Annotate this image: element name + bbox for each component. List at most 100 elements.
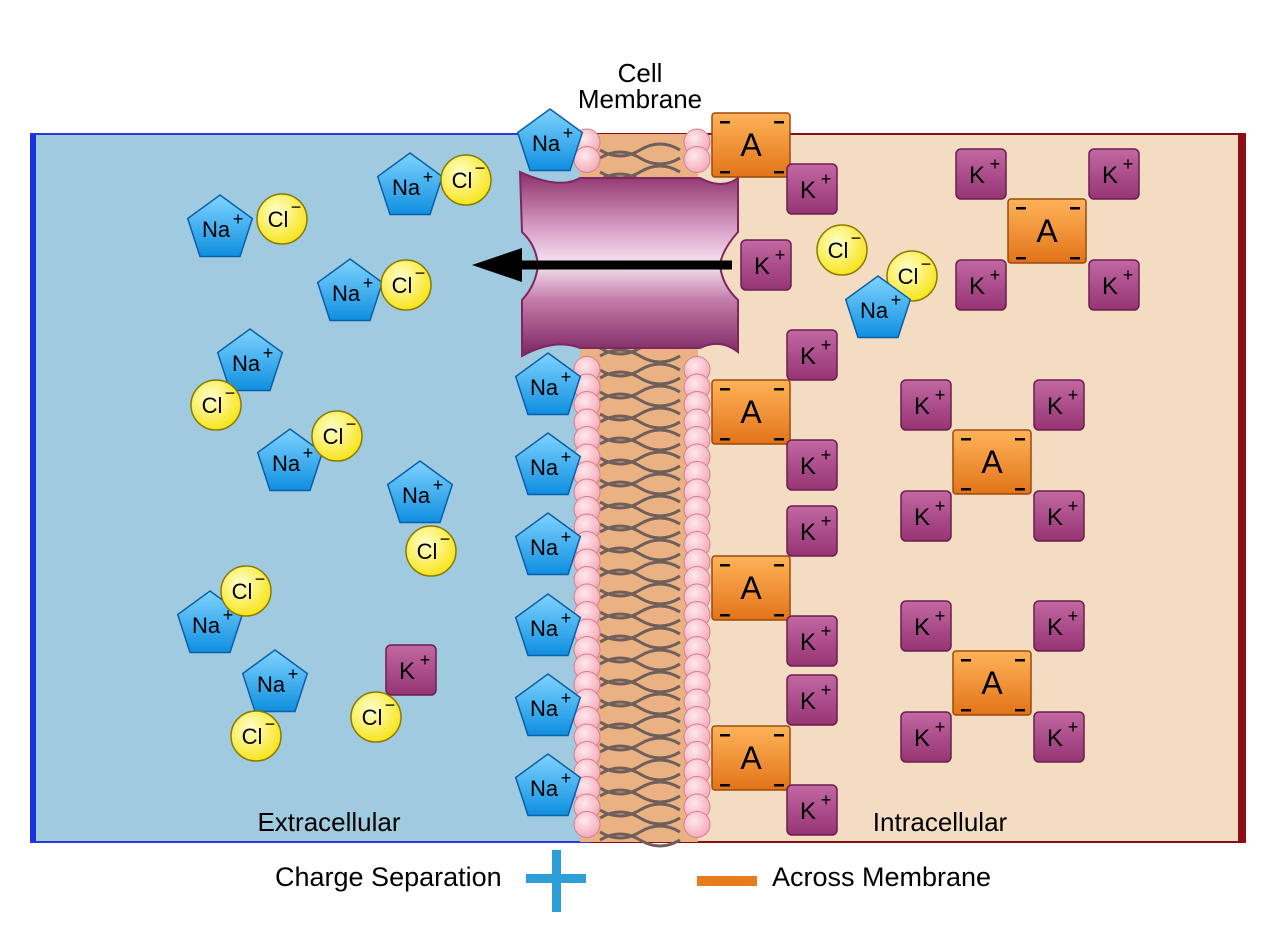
plus-charge: + [1068, 385, 1079, 405]
minus-charge: − [440, 529, 451, 549]
plus-charge: + [561, 688, 572, 708]
plus-charge: + [561, 768, 572, 788]
chloride-symbol: Cl [202, 393, 223, 418]
lipid-head [683, 811, 711, 838]
plus-charge: + [423, 167, 434, 187]
potassium-ion: K+ [786, 615, 838, 667]
minus-charge [1015, 488, 1025, 491]
anion-symbol: A [740, 570, 762, 606]
minus-charge: − [255, 569, 266, 589]
minus-charge [720, 784, 730, 787]
intracellular-label: Intracellular [873, 807, 1008, 837]
chloride-ion: Cl− [350, 691, 402, 743]
anion-symbol: A [740, 740, 762, 776]
plus-charge: + [563, 123, 574, 143]
lipid-heads [573, 128, 711, 838]
plus-charge: + [420, 650, 431, 670]
sodium-ion: Na+ [186, 194, 254, 258]
sodium-symbol: Na [860, 298, 889, 323]
chloride-symbol: Cl [452, 168, 473, 193]
potassium-ion: K+ [1033, 490, 1085, 542]
legend-across-membrane: Across Membrane [772, 862, 991, 892]
anion-protein: A [711, 379, 791, 445]
diagram-title-line1: Cell [617, 58, 663, 88]
anion-protein: A [952, 429, 1032, 495]
minus-charge [720, 614, 730, 617]
plus-charge: + [935, 385, 946, 405]
sodium-symbol: Na [530, 776, 559, 801]
minus-charge [1015, 438, 1025, 441]
anion-symbol: A [740, 394, 762, 430]
plus-charge: + [935, 717, 946, 737]
plus-charge: + [1068, 496, 1079, 516]
plus-charge: + [1068, 717, 1079, 737]
chloride-symbol: Cl [828, 238, 849, 263]
anion-protein: A [952, 650, 1032, 716]
plus-charge: + [821, 621, 832, 641]
sodium-ion: Na+ [514, 432, 582, 496]
minus-charge [720, 121, 730, 124]
ions-layer: Na+Cl−Na+Cl−Na+Cl−Na+Cl−Na+Cl−Na+Cl−Na+C… [176, 108, 1140, 836]
potassium-symbol: K [754, 253, 770, 280]
potassium-symbol: K [1047, 504, 1063, 531]
lipid-head [573, 146, 601, 173]
anion-symbol: A [740, 127, 762, 163]
sodium-ion: Na+ [376, 152, 444, 216]
potassium-symbol: K [800, 798, 816, 825]
potassium-ion: K+ [1088, 148, 1140, 200]
anion-symbol: A [981, 665, 1003, 701]
anion-symbol: A [981, 444, 1003, 480]
chloride-symbol: Cl [898, 264, 919, 289]
minus-charge [774, 614, 784, 617]
sodium-ion: Na+ [514, 352, 582, 416]
anion-protein: A [711, 725, 791, 791]
sodium-ion: Na+ [514, 512, 582, 576]
chloride-symbol: Cl [362, 705, 383, 730]
potassium-ion: K+ [1033, 379, 1085, 431]
sodium-symbol: Na [530, 616, 559, 641]
plus-charge: + [775, 245, 786, 265]
potassium-ion: K+ [900, 600, 952, 652]
plus-charge: + [561, 367, 572, 387]
sodium-ion: Na+ [514, 673, 582, 737]
sodium-ion: Na+ [514, 753, 582, 817]
minus-charge: − [225, 383, 236, 403]
sodium-symbol: Na [192, 613, 221, 638]
lipid-head [683, 146, 711, 173]
potassium-ion: K+ [786, 505, 838, 557]
sodium-symbol: Na [402, 483, 431, 508]
minus-charge [774, 121, 784, 124]
minus-charge [774, 388, 784, 391]
minus-charge: − [851, 228, 862, 248]
plus-charge: + [561, 447, 572, 467]
plus-charge: + [990, 154, 1001, 174]
minus-charge [720, 438, 730, 441]
plus-charge: + [561, 608, 572, 628]
chloride-ion: Cl− [816, 224, 868, 276]
sodium-symbol: Na [530, 455, 559, 480]
sodium-ion: Na+ [516, 108, 584, 172]
potassium-ion: K+ [786, 784, 838, 836]
plus-charge: + [935, 606, 946, 626]
chloride-ion: Cl− [886, 250, 938, 302]
potassium-symbol: K [914, 614, 930, 641]
potassium-symbol: K [800, 688, 816, 715]
potassium-ion: K+ [385, 644, 437, 696]
sodium-symbol: Na [530, 375, 559, 400]
potassium-ion: K+ [1033, 600, 1085, 652]
plus-charge: + [561, 527, 572, 547]
anion-protein: A [711, 555, 791, 621]
minus-charge [720, 564, 730, 567]
plus-charge: + [363, 273, 374, 293]
minus-charge [1070, 207, 1080, 210]
efflux-arrow [472, 248, 732, 282]
chloride-ion: Cl− [220, 565, 272, 617]
potassium-symbol: K [914, 393, 930, 420]
chloride-ion: Cl− [440, 154, 492, 206]
minus-charge [774, 564, 784, 567]
potassium-ion: K+ [900, 490, 952, 542]
plus-charge: + [303, 443, 314, 463]
minus-charge [961, 659, 971, 662]
plus-charge: + [891, 290, 902, 310]
